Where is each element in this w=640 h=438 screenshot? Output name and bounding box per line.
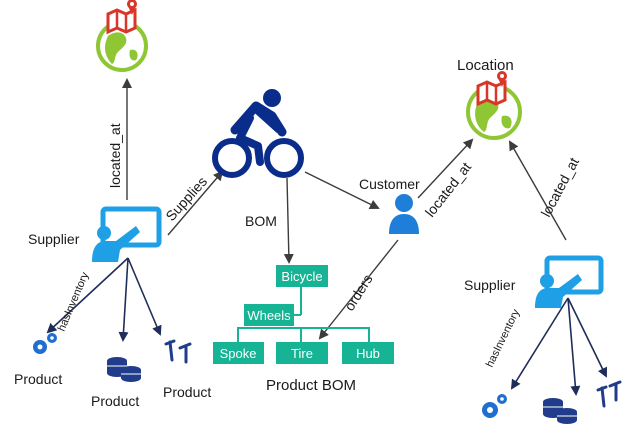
label-customer: Customer	[359, 176, 420, 192]
label-located-at-right: located_at	[538, 155, 583, 220]
edge-customer-orders	[318, 239, 399, 340]
location-globe-icon	[96, 0, 148, 72]
bom-tree: Bicycle Wheels Spoke Tire Hub	[213, 265, 394, 364]
product-gears-icon-right	[482, 394, 507, 418]
bom-node-leaf-1	[213, 342, 264, 364]
edge-supplies	[167, 170, 224, 236]
product-coins-icon-right	[543, 398, 577, 424]
label-supplies: Supplies	[162, 173, 210, 224]
bom-node-leaf-3-label: Hub	[356, 346, 380, 361]
product-gears-icon	[33, 333, 57, 354]
bom-node-leaf-1-label: Spoke	[220, 346, 257, 361]
edge-right-inventory-1	[510, 297, 569, 390]
label-has-inventory-left: hasInventory	[56, 270, 92, 333]
supplier-presenter-icon	[92, 206, 162, 262]
product-tools-icon-right	[596, 380, 622, 408]
bom-node-mid-label: Wheels	[247, 308, 291, 323]
bom-node-leaf-3	[342, 342, 394, 364]
label-has-inventory-right: hasInventory	[484, 307, 523, 369]
label-located-at-left: located_at	[107, 123, 123, 188]
label-location: Location	[457, 57, 514, 74]
label-product-2: Product	[91, 393, 139, 409]
product-tools-icon	[164, 339, 192, 364]
edge-supplier-right-located-at	[509, 140, 567, 241]
label-located-at-center: located_at	[422, 159, 474, 220]
label-bom: BOM	[245, 213, 277, 229]
edge-left-inventory-3	[127, 257, 162, 336]
customer-person-icon	[389, 194, 419, 234]
edge-bike-bom	[283, 177, 294, 264]
bom-node-root-label: Bicycle	[281, 269, 322, 284]
edge-right-inventory-2	[567, 297, 581, 396]
edge-left-inventory-2	[118, 257, 129, 342]
label-product-bom: Product BOM	[266, 377, 356, 394]
edge-customer-located-at	[417, 138, 474, 199]
bom-node-root	[276, 265, 328, 287]
label-supplier-left: Supplier	[28, 231, 80, 247]
label-orders: orders	[341, 271, 376, 313]
edge-bike-customer	[304, 171, 380, 209]
edges	[46, 78, 607, 396]
edge-right-inventory-3	[567, 297, 607, 378]
label-product-1: Product	[14, 371, 62, 387]
bom-node-mid	[244, 304, 294, 326]
bom-node-leaf-2	[276, 342, 328, 364]
product-coins-icon	[107, 357, 141, 382]
label-product-3: Product	[163, 384, 211, 400]
bom-node-leaf-2-label: Tire	[291, 346, 313, 361]
bicycle-icon	[212, 89, 304, 178]
supplier-presenter-icon-right	[535, 255, 604, 308]
bom-connector-leaves	[237, 327, 370, 342]
label-supplier-right: Supplier	[464, 277, 516, 293]
edge-left-inventory-1	[46, 257, 129, 334]
location-globe-icon-right	[466, 71, 522, 140]
